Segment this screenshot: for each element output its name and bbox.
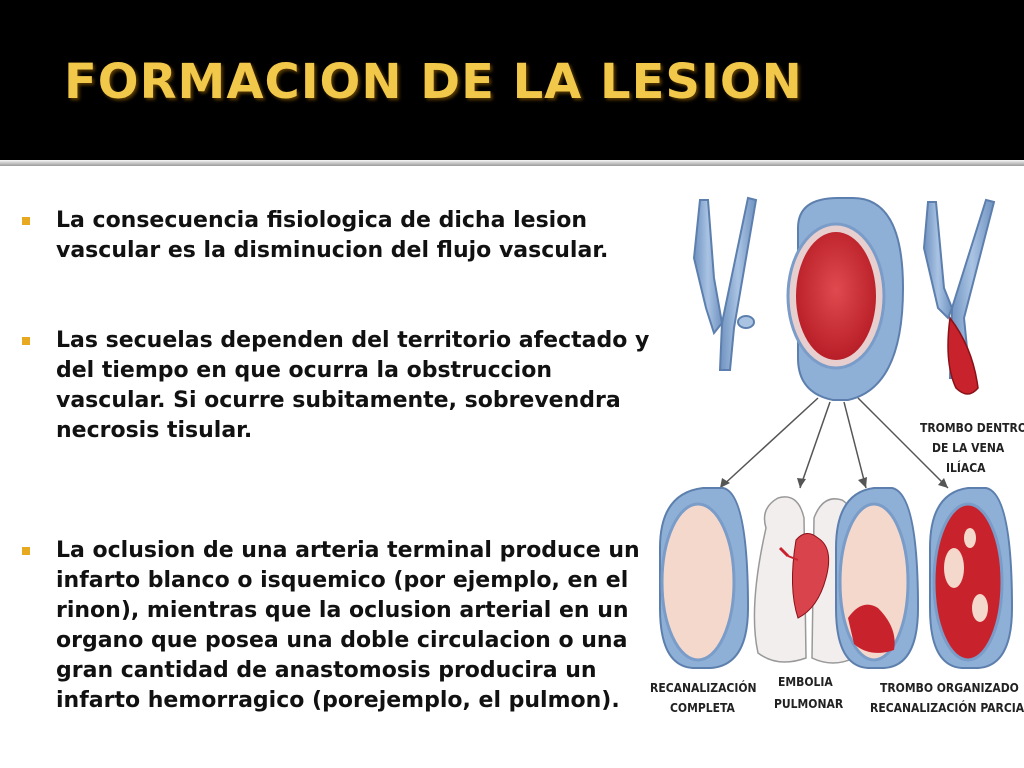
slide-title: FORMACION DE LA LESION bbox=[64, 54, 803, 110]
arrowhead-icon bbox=[797, 478, 806, 488]
arrows bbox=[719, 397, 949, 489]
arrowhead-icon bbox=[938, 478, 948, 488]
arrow-icon bbox=[843, 401, 867, 489]
label-recanalizacion-completa-1: RECANALIZACIÓN bbox=[650, 680, 757, 695]
arrow-icon bbox=[799, 401, 831, 489]
arrowhead-icon bbox=[858, 477, 867, 488]
slide-header: FORMACION DE LA LESION bbox=[0, 0, 1024, 158]
arrow-icon bbox=[719, 397, 819, 489]
iliac-vein-thrombus-icon bbox=[922, 198, 996, 395]
arrowheads bbox=[720, 477, 948, 488]
bullet-text: La consecuencia fisiologica de dicha les… bbox=[56, 208, 609, 263]
label-embolia-2: PULMONAR bbox=[774, 697, 844, 711]
label-trombo-line1: TROMBO DENTRO bbox=[920, 421, 1024, 435]
label-trombo-organizado: TROMBO ORGANIZADO bbox=[880, 681, 1019, 695]
thrombus-illustration: TROMBO DENTRO DE LA VENA ILÍACA bbox=[650, 196, 1024, 715]
bullet-text: La oclusion de una arteria terminal prod… bbox=[56, 538, 640, 713]
arrow-icon bbox=[857, 397, 949, 489]
bullet-list: La consecuencia fisiologica de dicha les… bbox=[18, 206, 658, 716]
vessel-cross-section-clot-icon bbox=[786, 197, 905, 401]
label-recanalizacion-completa-2: COMPLETA bbox=[670, 701, 735, 715]
label-embolia-1: EMBOLIA bbox=[778, 675, 833, 689]
bullet-item: La oclusion de una arteria terminal prod… bbox=[18, 536, 658, 716]
label-trombo-line3: ILÍACA bbox=[946, 460, 986, 475]
label-recanalizacion-parcial: RECANALIZACIÓN PARCIAL bbox=[870, 700, 1024, 715]
bullet-square-icon bbox=[22, 337, 30, 345]
header-divider bbox=[0, 160, 1024, 166]
bullet-text: Las secuelas dependen del territorio afe… bbox=[56, 328, 650, 443]
bullet-square-icon bbox=[22, 217, 30, 225]
vessel-organized-thrombus-icon bbox=[835, 487, 920, 669]
vessel-partial-recanalization-icon bbox=[929, 487, 1014, 669]
bullet-item: Las secuelas dependen del territorio afe… bbox=[18, 326, 658, 446]
label-trombo-line2: DE LA VENA bbox=[932, 441, 1005, 455]
vessel-recanalized-complete-icon bbox=[659, 487, 750, 669]
arrowhead-icon bbox=[720, 478, 730, 488]
bullet-item: La consecuencia fisiologica de dicha les… bbox=[18, 206, 658, 266]
branching-vein-left-icon bbox=[692, 196, 758, 371]
bullet-square-icon bbox=[22, 547, 30, 555]
